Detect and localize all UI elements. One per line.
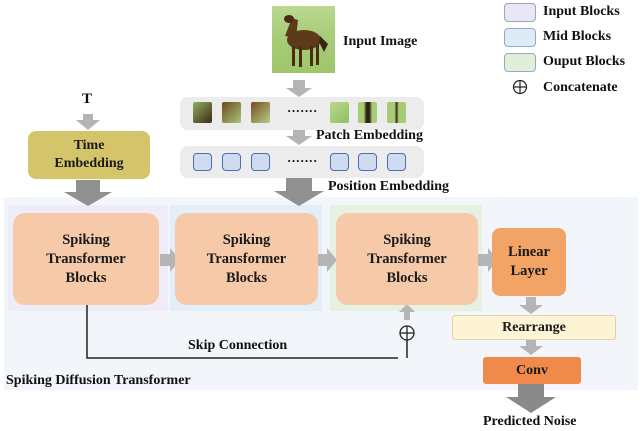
patch-4	[330, 102, 349, 123]
position-arrow	[274, 178, 324, 206]
token-2	[222, 153, 241, 171]
time-embedding-box: Time Embedding	[28, 131, 150, 179]
legend-input-swatch	[504, 3, 536, 22]
token-6	[387, 153, 406, 171]
token-1	[193, 153, 212, 171]
image-arrow	[286, 80, 312, 97]
concat-arrow	[399, 304, 415, 320]
block-1-label: Spiking Transformer Blocks	[46, 231, 126, 286]
patch-5	[358, 102, 377, 123]
linear-to-rearrange-arrow	[519, 297, 543, 314]
token-3	[251, 153, 270, 171]
skip-line	[86, 305, 398, 359]
t-arrow	[76, 114, 100, 130]
patch-3	[251, 102, 270, 123]
block2-to-block3-arrow	[317, 248, 337, 272]
token-4	[330, 153, 349, 171]
t-label: T	[82, 91, 93, 107]
legend-output-label: Ouput Blocks	[543, 54, 626, 69]
input-image	[272, 6, 335, 73]
token-ellipsis: ·······	[287, 153, 318, 168]
patch-embedding-label: Patch Embedding	[316, 128, 423, 143]
diagram-title: Spiking Diffusion Transformer	[6, 373, 191, 388]
position-embedding-label: Position Embedding	[328, 179, 449, 194]
rearrange-box: Rearrange	[452, 315, 616, 340]
patch-6	[387, 102, 406, 123]
rearrange-to-conv-arrow	[519, 338, 543, 355]
rearrange-label: Rearrange	[502, 320, 566, 335]
input-image-label: Input Image	[343, 34, 418, 49]
token-5	[358, 153, 377, 171]
legend-mid-label: Mid Blocks	[543, 29, 612, 44]
linear-layer-label: Linear Layer	[508, 244, 550, 279]
patch-ellipsis: ·······	[287, 103, 318, 118]
token-strip	[180, 146, 424, 178]
legend-mid-swatch	[504, 28, 536, 47]
predicted-noise-label: Predicted Noise	[483, 414, 577, 429]
spiking-transformer-block-1: Spiking Transformer Blocks	[13, 213, 159, 305]
legend-output-swatch	[504, 53, 536, 72]
legend-input-label: Input Blocks	[543, 4, 620, 19]
spiking-transformer-block-3: Spiking Transformer Blocks	[336, 213, 478, 305]
output-arrow	[506, 384, 556, 413]
linear-layer-box: Linear Layer	[492, 228, 566, 296]
legend-concat-label: Concatenate	[543, 80, 618, 95]
conv-label: Conv	[516, 363, 548, 378]
block-3-label: Spiking Transformer Blocks	[367, 231, 447, 286]
block-2-label: Spiking Transformer Blocks	[206, 231, 287, 286]
time-arrow	[64, 180, 112, 206]
patch-2	[222, 102, 241, 123]
patch-arrow	[286, 128, 312, 145]
conv-box: Conv	[483, 357, 581, 384]
patch-1	[193, 102, 212, 123]
skip-connection-label: Skip Connection	[188, 338, 288, 353]
spiking-transformer-block-2: Spiking Transformer Blocks	[175, 213, 318, 305]
patch-strip	[180, 97, 424, 130]
time-embedding-label: Time Embedding	[54, 138, 124, 171]
